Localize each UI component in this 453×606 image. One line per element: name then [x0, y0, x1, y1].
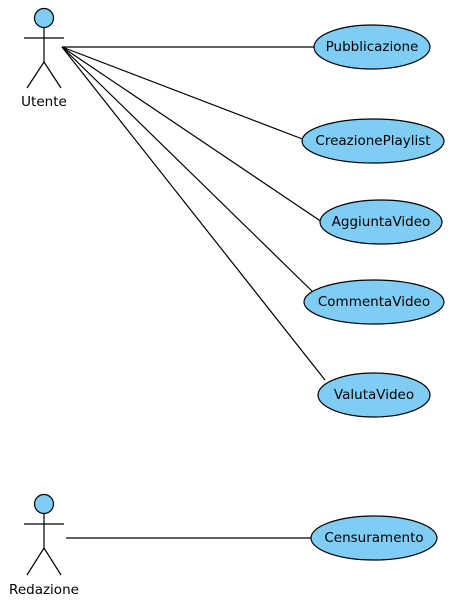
association-utente-creazione-playlist: [61, 46, 306, 141]
usecase-ellipse: [313, 24, 431, 70]
actor-head: [33, 493, 55, 515]
actor-label-utente: Utente: [21, 94, 67, 110]
usecase-pubblicazione[interactable]: Pubblicazione: [313, 24, 431, 70]
usecase-label: AggiuntaVideo: [332, 214, 431, 230]
usecase-label: CommentaVideo: [318, 294, 430, 310]
usecase-label: ValutaVideo: [334, 387, 414, 403]
usecase-label: Pubblicazione: [326, 39, 419, 55]
actor-utente[interactable]: Utente: [21, 7, 67, 111]
actor-head: [33, 7, 55, 29]
actor-right-leg: [43, 61, 62, 89]
actor-redazione[interactable]: Redazione: [9, 493, 79, 599]
association-utente-valuta-video: [61, 46, 326, 381]
usecase-label: Censuramento: [324, 530, 423, 546]
usecase-aggiunta-video[interactable]: AggiuntaVideo: [319, 199, 443, 245]
actor-left-leg: [26, 61, 45, 89]
actor-left-leg: [26, 547, 45, 576]
usecase-censuramento[interactable]: Censuramento: [310, 515, 438, 561]
usecase-label: CreazionePlaylist: [315, 133, 430, 149]
usecase-ellipse: [310, 515, 438, 561]
usecase-valuta-video[interactable]: ValutaVideo: [317, 372, 431, 418]
actor-right-leg: [43, 547, 62, 576]
usecase-creazione-playlist[interactable]: CreazionePlaylist: [301, 118, 445, 164]
association-utente-commenta-video: [61, 46, 317, 296]
usecase-commenta-video[interactable]: CommentaVideo: [303, 279, 445, 325]
usecase-ellipse: [317, 372, 431, 418]
association-utente-aggiunta-video: [61, 46, 323, 223]
actor-label-redazione: Redazione: [9, 582, 79, 598]
usecase-ellipse: [301, 118, 445, 164]
usecase-ellipse: [303, 279, 445, 325]
associations: [61, 46, 326, 539]
usecase-ellipse: [319, 199, 443, 245]
